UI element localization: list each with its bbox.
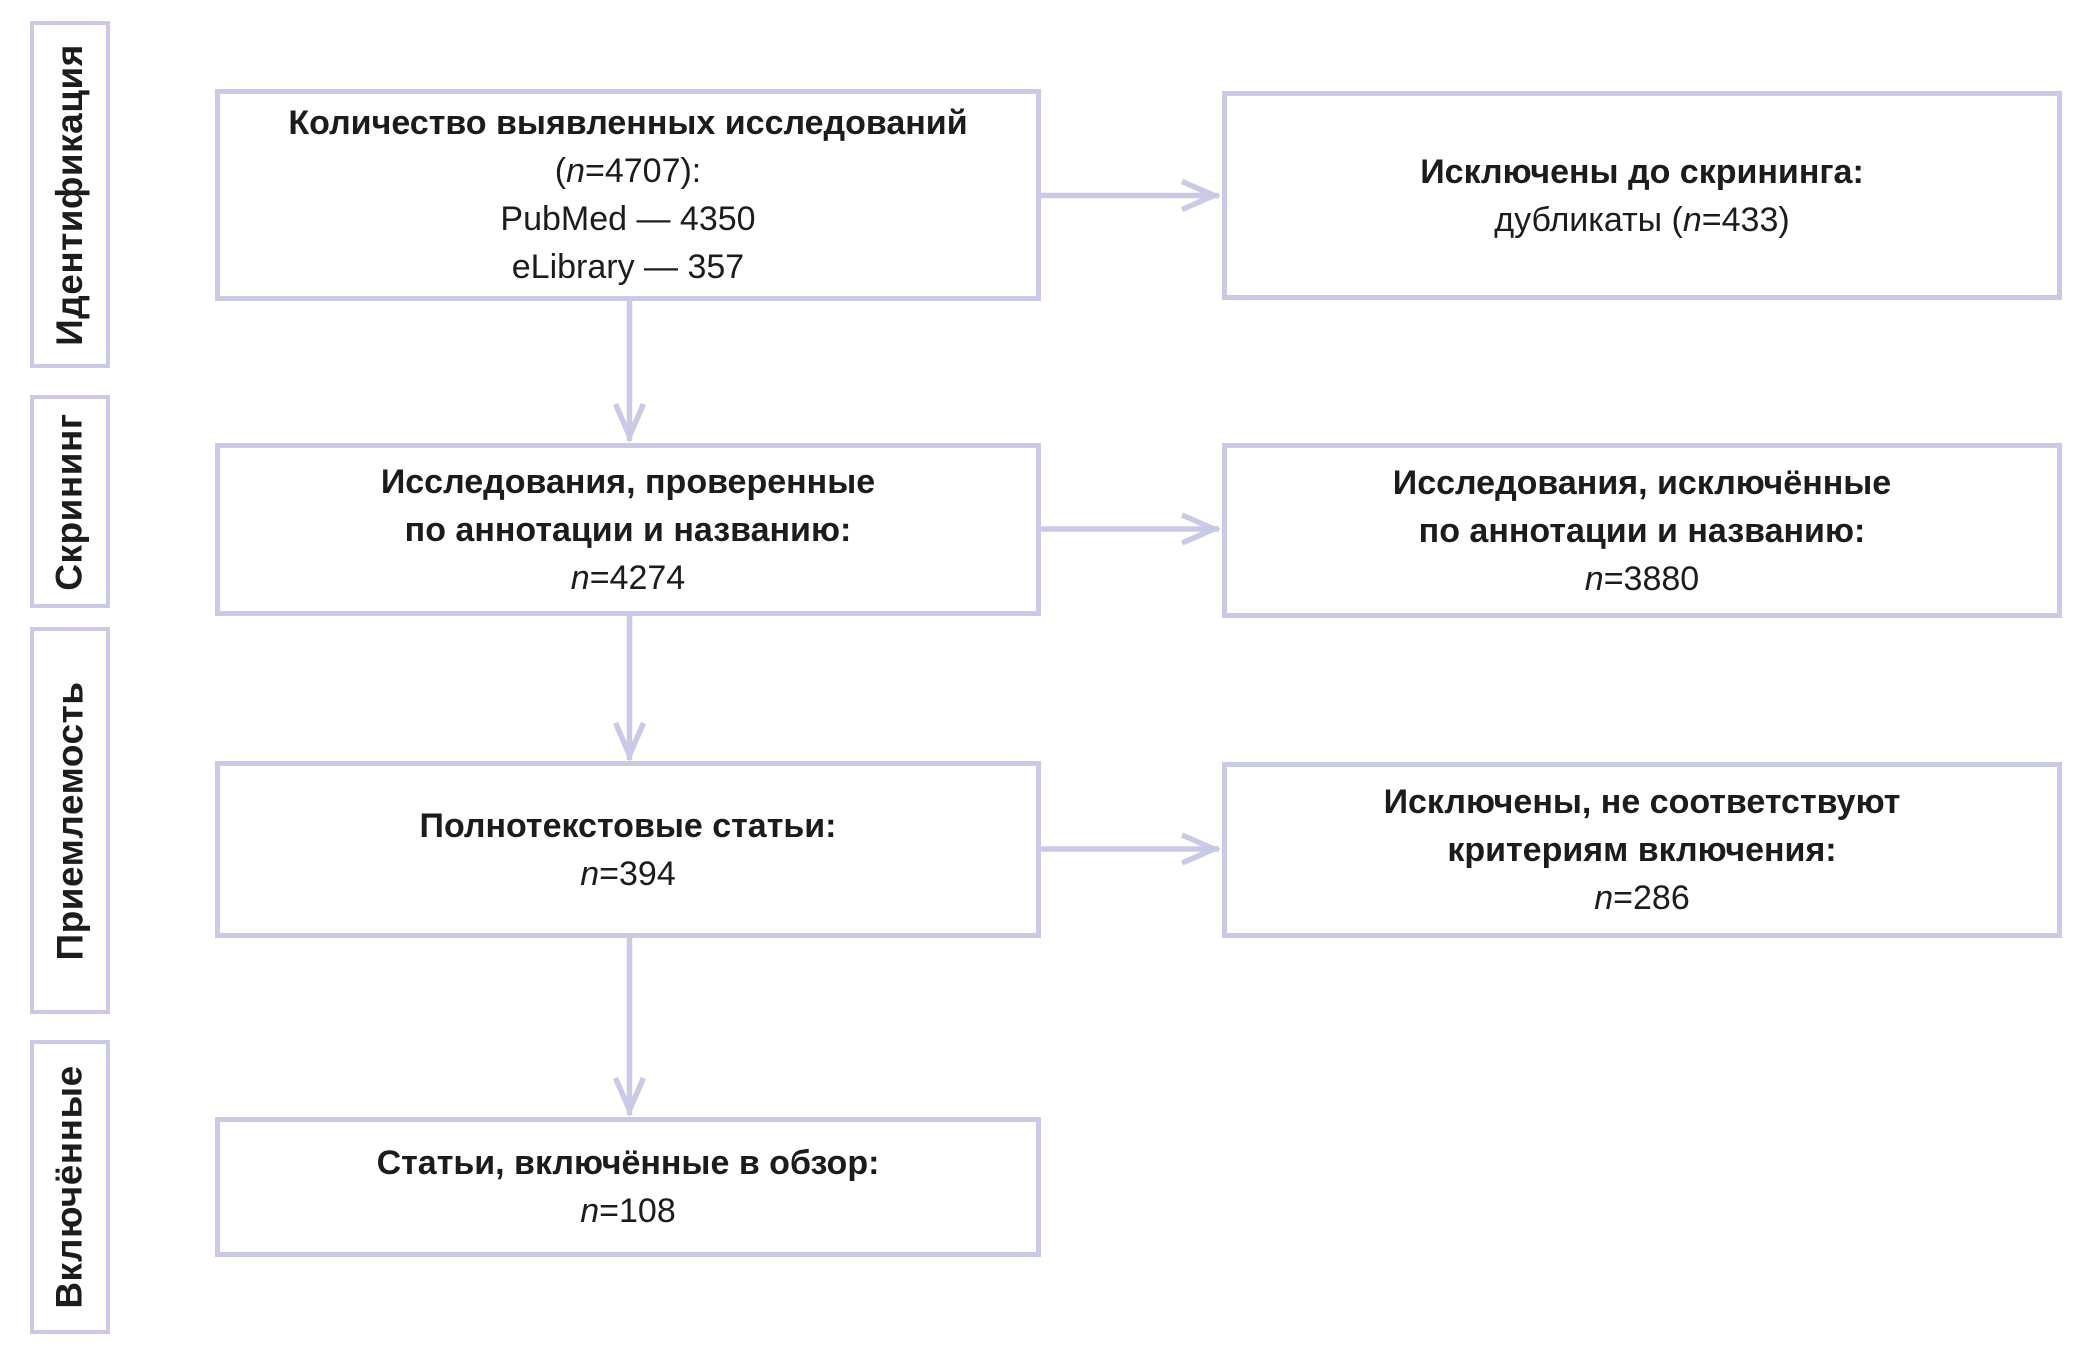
arrow-fulltext-to-excluded-criteria <box>1041 832 1221 866</box>
box-excluded-before-screening: Исключены до скрининга: дубликаты (n=433… <box>1222 91 2062 300</box>
box-screened-count: n=4274 <box>570 558 686 597</box>
box-identified-studies: Количество выявленных исследований (n=47… <box>215 89 1041 301</box>
box-included-articles: Статьи, включённые в обзор: n=108 <box>215 1117 1041 1257</box>
arrow-fulltext-to-included <box>612 938 647 1117</box>
stage-label-identification: Идентификация <box>49 43 91 346</box>
stage-box-identification: Идентификация <box>30 21 110 368</box>
box-included-count: n=108 <box>580 1192 676 1230</box>
stage-label-eligibility: Приемлемость <box>49 681 91 960</box>
arrow-identified-to-screened <box>612 301 647 443</box>
box-excluded-before-screening-title: Исключены до скрининга: <box>1420 152 1864 191</box>
box-excluded-by-abstract-count: n=3880 <box>1584 559 1700 598</box>
stage-label-screening: Скрининг <box>49 412 90 591</box>
box-excluded-by-abstract: Исследования, исключённые по аннотации и… <box>1222 443 2062 618</box>
stage-label-included: Включённые <box>49 1065 91 1309</box>
box-excluded-by-criteria-count: n=286 <box>1594 879 1690 917</box>
box-included-title: Статьи, включённые в обзор: <box>376 1144 880 1182</box>
box-fulltext-title: Полнотекстовые статьи: <box>419 806 837 845</box>
arrow-screened-to-fulltext <box>612 616 647 762</box>
stage-box-eligibility: Приемлемость <box>30 627 110 1014</box>
box-screened-studies: Исследования, проверенные по аннотации и… <box>215 443 1041 616</box>
box-identified-count: (n=4707): <box>554 152 702 190</box>
box-identified-source-pubmed: PubMed — 4350 <box>500 200 756 238</box>
box-excluded-by-criteria: Исключены, не соответствуют критериям вк… <box>1222 762 2062 938</box>
arrow-identified-to-excluded-duplicates <box>1041 178 1221 213</box>
arrow-screened-to-excluded-abstract <box>1041 512 1221 546</box>
box-identified-title: Количество выявленных исследований <box>288 104 968 142</box>
box-excluded-by-abstract-title: Исследования, исключённые по аннотации и… <box>1392 463 1892 550</box>
box-identified-source-elibrary: eLibrary — 357 <box>511 248 745 286</box>
stage-box-screening: Скрининг <box>30 395 110 608</box>
stage-box-included: Включённые <box>30 1040 110 1334</box>
box-fulltext-count: n=394 <box>580 854 676 893</box>
box-excluded-before-screening-count: дубликаты (n=433) <box>1494 200 1790 239</box>
box-fulltext-articles: Полнотекстовые статьи: n=394 <box>215 761 1041 938</box>
box-screened-title: Исследования, проверенные по аннотации и… <box>380 462 876 549</box>
box-excluded-by-criteria-title: Исключены, не соответствуют критериям вк… <box>1383 783 1901 869</box>
